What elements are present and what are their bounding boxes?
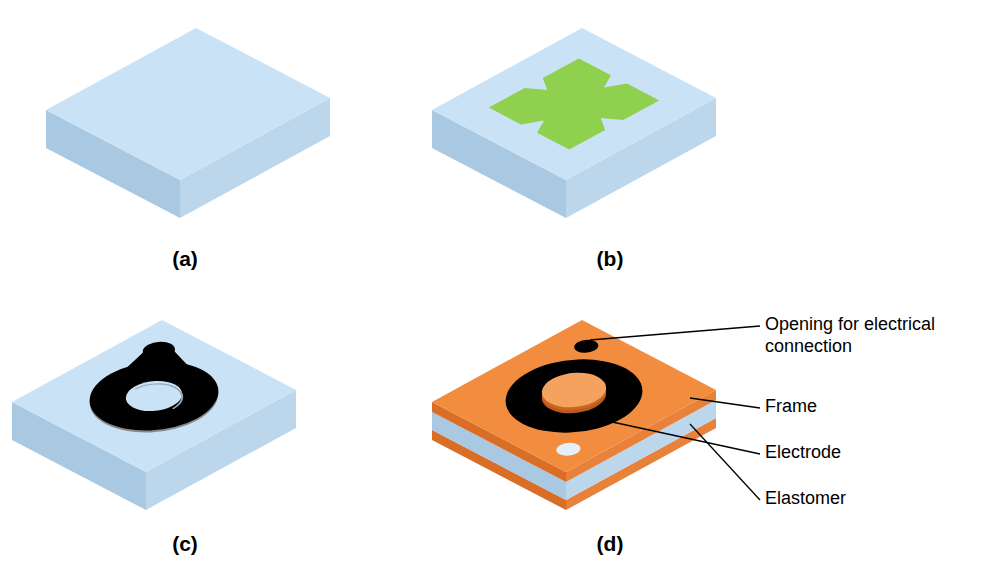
part-label: Opening for electrical connection — [765, 314, 965, 357]
part-label: Electrode — [765, 442, 841, 464]
panel-letter: (b) — [597, 246, 624, 271]
leader-lines — [590, 326, 760, 500]
part-label: Elastomer — [765, 488, 846, 510]
masked-slab — [432, 28, 716, 218]
elastomer-slab — [46, 28, 330, 218]
panel-letter: (c) — [172, 531, 198, 556]
assembled-actuator — [432, 320, 716, 510]
part-label: Frame — [765, 396, 817, 418]
panel-letter: (d) — [597, 531, 624, 556]
electrode-slab — [12, 320, 296, 510]
panel-letter: (a) — [172, 246, 198, 271]
